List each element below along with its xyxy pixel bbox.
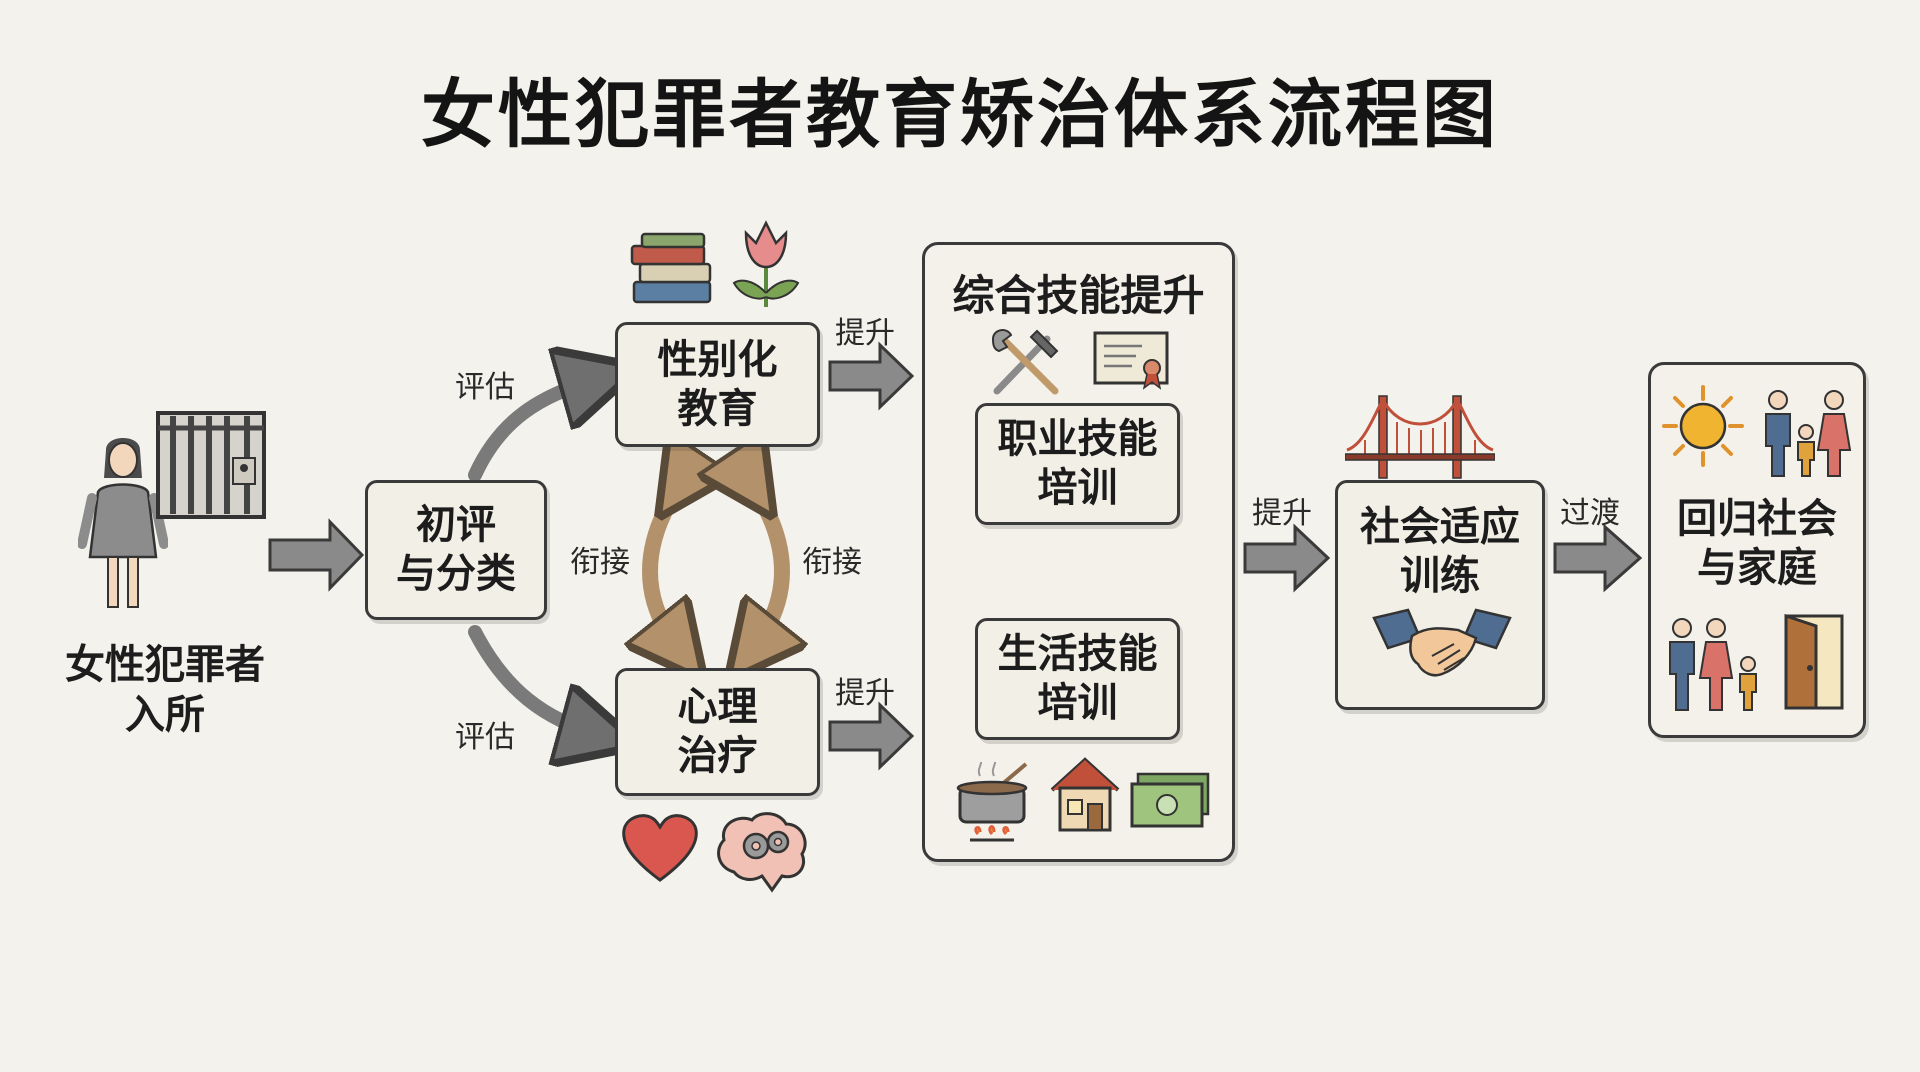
initial-line1: 初评 <box>416 502 496 549</box>
books-icon <box>630 232 712 304</box>
block-arrow-social-to-return <box>1553 523 1643 593</box>
link-arrow-left <box>650 485 680 650</box>
house-icon <box>1050 757 1120 832</box>
tulip-icon <box>732 220 800 307</box>
skills-group-title: 综合技能提升 <box>952 271 1205 320</box>
hammer-wrench-icon <box>991 329 1059 395</box>
vocational-training-node: 职业技能 培训 <box>975 403 1180 525</box>
brain-gears-icon <box>717 812 807 893</box>
family-icon <box>1765 390 1852 477</box>
initial-line2: 与分类 <box>396 551 516 597</box>
edge-label-eval-bottom: 评估 <box>455 720 515 755</box>
skills-group-container <box>922 242 1235 862</box>
social-line2: 训练 <box>1400 552 1480 599</box>
block-arrow-skills-to-social <box>1243 523 1331 593</box>
start-node: 女性犯罪者 入所 <box>50 640 280 740</box>
life-line1: 生活技能 <box>997 631 1158 678</box>
return-society-node: 回归社会 与家庭 <box>1648 495 1866 593</box>
life-skills-node: 生活技能 培训 <box>975 618 1180 740</box>
sun-icon <box>1662 385 1744 467</box>
handshake-icon <box>1372 608 1512 677</box>
return-line1: 回归社会 <box>1677 496 1837 542</box>
family-walking-icon <box>1669 618 1757 711</box>
psych-line2: 治疗 <box>677 733 758 779</box>
initial-assessment-node: 初评 与分类 <box>365 480 547 620</box>
bridge-icon <box>1345 395 1495 479</box>
link-arrow-right <box>752 485 782 650</box>
vocational-line1: 职业技能 <box>997 416 1158 463</box>
edge-label-link-right: 衔接 <box>802 545 862 580</box>
prison-bars-icon <box>156 411 266 519</box>
money-icon <box>1130 772 1210 828</box>
cooking-pot-icon <box>956 762 1028 842</box>
start-line1: 女性犯罪者 <box>65 642 265 688</box>
return-line2: 与家庭 <box>1697 544 1817 591</box>
psych-line1: 心理 <box>677 684 758 731</box>
certificate-icon <box>1093 331 1169 390</box>
edge-label-link-left: 衔接 <box>570 545 630 580</box>
block-arrow-entry <box>268 518 365 592</box>
social-line1: 社会适应 <box>1360 504 1520 550</box>
block-arrow-edu-to-skills <box>828 341 915 411</box>
heart-icon <box>622 814 698 882</box>
edge-label-upgrade-top: 提升 <box>835 316 895 351</box>
curved-arrow-eval-bottom <box>468 625 600 735</box>
psych-therapy-node: 心理 治疗 <box>615 668 820 796</box>
open-door-icon <box>1784 613 1844 710</box>
gender-edu-line2: 教育 <box>677 385 758 432</box>
woman-figure-icon <box>78 438 168 608</box>
edge-label-transition: 过渡 <box>1560 496 1620 531</box>
edge-label-upgrade-bottom: 提升 <box>835 676 895 711</box>
curved-arrow-eval-top <box>468 378 600 482</box>
block-arrow-psych-to-skills <box>828 701 915 771</box>
start-line2: 入所 <box>125 692 205 738</box>
page-title: 女性犯罪者教育矫治体系流程图 <box>421 72 1499 158</box>
edge-label-upgrade-mid: 提升 <box>1252 496 1312 531</box>
gender-edu-line1: 性别化 <box>657 336 778 383</box>
edge-label-eval-top: 评估 <box>455 370 515 405</box>
vocational-line2: 培训 <box>1037 465 1118 511</box>
gender-education-node: 性别化 教育 <box>615 322 820 447</box>
life-line2: 培训 <box>1037 680 1118 726</box>
